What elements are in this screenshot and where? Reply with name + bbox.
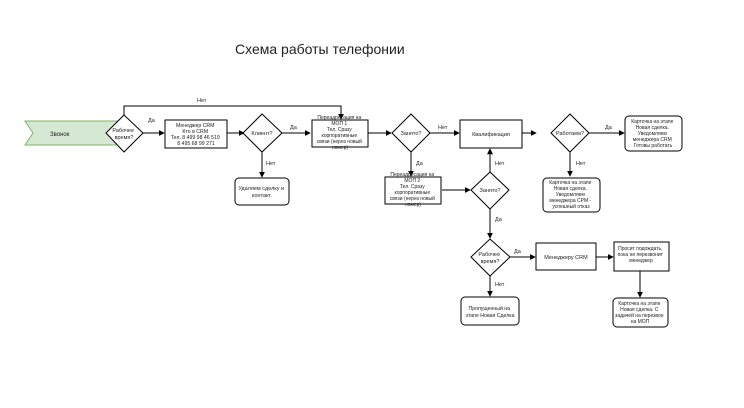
decision-work: Работаем? xyxy=(550,113,590,153)
decision-label: Рабочее время? xyxy=(478,252,501,265)
decision-label: Занято? xyxy=(401,131,422,137)
edge-labels: Нет Да Да Нет Нет Да Нет Да Да Нет Да Не… xyxy=(148,98,613,288)
end-shape xyxy=(234,177,290,206)
decision-label: Клиент? xyxy=(251,131,272,137)
decision-worktime-1: Рабочее время? xyxy=(105,114,144,153)
label-yes-worktime: Да xyxy=(148,118,156,124)
process-shape xyxy=(384,176,442,205)
decision-label: Занято? xyxy=(480,188,501,194)
decision-shape xyxy=(105,114,144,153)
decision-worktime-2: Рабочее время? xyxy=(470,238,511,277)
process-label: Менеджер CRM Кто в CRM Тел. 8 499 98 46 … xyxy=(171,123,221,147)
decision-shape xyxy=(550,113,590,153)
end-shape xyxy=(624,115,683,152)
end-label: Карточка на этапе Новая сделка. Уведомля… xyxy=(631,119,675,149)
process-shape xyxy=(164,119,228,149)
decision-shape xyxy=(391,113,431,153)
label-no-busy1: Нет xyxy=(438,125,448,131)
label-no-worktime2: Нет xyxy=(495,282,505,288)
arrow-worktime-no-loop xyxy=(123,105,344,120)
process-forward-mop1: Переадресация на МОП 1 Тел. Сразу корпор… xyxy=(311,115,369,151)
page-title: Схема работы телефонии xyxy=(235,41,405,57)
decision-busy-2: Занято? xyxy=(470,171,510,210)
process-shape xyxy=(535,242,597,271)
start-label: Звонок xyxy=(50,132,70,138)
decision-shape xyxy=(242,113,283,153)
connectors xyxy=(106,105,643,298)
end-shape xyxy=(612,297,669,328)
process-label: Переадресация на МОП 2 Тел. Сразу корпор… xyxy=(390,172,437,208)
end-shape xyxy=(542,177,601,213)
label-no-work: Нет xyxy=(576,161,586,167)
end-card-task: Карточка на этапе Новая сделка. С задаче… xyxy=(612,297,669,328)
decision-busy-1: Занято? xyxy=(391,113,431,153)
process-shape xyxy=(613,241,670,272)
label-yes-worktime2: Да xyxy=(514,249,522,255)
process-shape xyxy=(459,119,523,149)
end-label: Карточка на этапе Новая сделка. С задаче… xyxy=(615,301,665,325)
decision-client: Клиент? xyxy=(242,113,283,153)
label-no-loop: Нет xyxy=(197,98,207,104)
label-yes-client: Да xyxy=(290,125,298,131)
process-shape xyxy=(311,119,369,148)
decision-label: Рабочее время? xyxy=(112,128,135,141)
decision-shape xyxy=(470,171,510,210)
end-label: Пропущенный на этапе Новая Сделка xyxy=(465,305,514,319)
label-no-busy2: Нет xyxy=(495,161,505,167)
end-label: Карточка на этапе Новая сделка. Уведомля… xyxy=(549,180,593,210)
process-label: Менеджеру CRM xyxy=(544,255,588,261)
label-yes-busy1: Да xyxy=(416,161,424,167)
process-qualification: Квалификация xyxy=(459,119,523,149)
end-missed-call: Пропущенный на этапе Новая Сделка xyxy=(460,296,520,326)
end-delete-deal: Удаляем сделку и контакт. xyxy=(234,177,290,206)
end-card-lost: Карточка на этапе Новая сделка. Уведомля… xyxy=(542,177,601,213)
process-label: Квалификация xyxy=(472,132,510,138)
end-label: Удаляем сделку и контакт. xyxy=(238,186,285,199)
label-no-client: Нет xyxy=(266,161,276,167)
process-manager-crm: Менеджеру CRM xyxy=(535,242,597,271)
decision-shape xyxy=(470,238,511,277)
decision-label: Работаем? xyxy=(556,131,584,137)
end-shape xyxy=(460,296,520,326)
process-call-back: Просит подождать, пока не перезвонит мен… xyxy=(613,241,670,272)
process-crm-manager: Менеджер CRM Кто в CRM Тел. 8 499 98 46 … xyxy=(164,119,228,149)
process-forward-mop2: Переадресация на МОП 2 Тел. Сразу корпор… xyxy=(384,172,442,208)
label-yes-busy2: Да xyxy=(495,217,503,223)
process-label: Просит подождать, пока не перезвонит мен… xyxy=(618,246,665,264)
end-card-new-deal: Карточка на этапе Новая сделка. Уведомля… xyxy=(624,115,683,152)
process-label: Переадресация на МОП 1 Тел. Сразу корпор… xyxy=(317,115,364,151)
label-yes-work: Да xyxy=(605,125,613,131)
